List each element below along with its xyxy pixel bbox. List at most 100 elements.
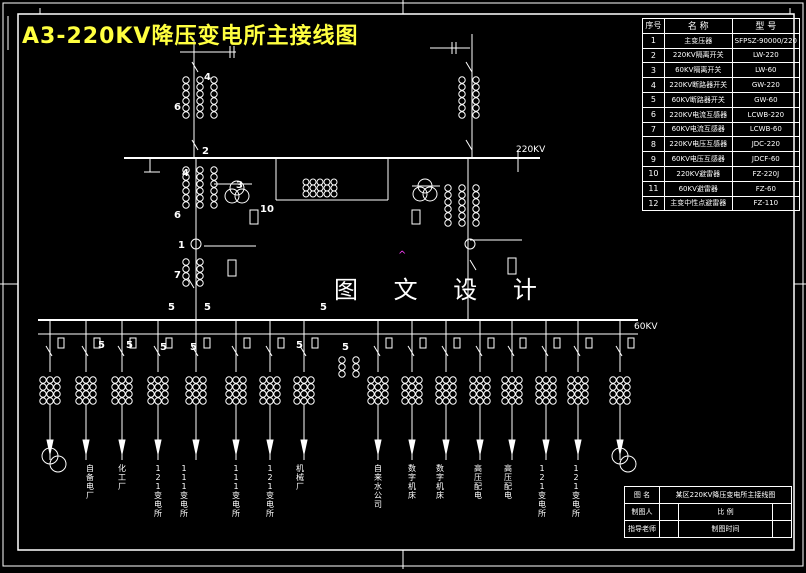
main-transformer (190, 238, 202, 250)
feeder-ct-coil (508, 376, 516, 384)
transformer-winding (234, 188, 250, 204)
feeder-ct-coil (147, 397, 155, 405)
feeder-ct-coil (39, 376, 47, 384)
feeder-ct-coil (535, 397, 543, 405)
feeder-ct-coil (381, 383, 389, 391)
feeder-arrester (129, 337, 137, 349)
feeder-label: 自来水公司 (374, 464, 382, 509)
feeder-ct-coil (225, 397, 233, 405)
feeder-ct-coil (476, 383, 484, 391)
feeder-ct-coil (381, 390, 389, 398)
current-transformer-coil (210, 104, 218, 112)
feeder-ct-coil (501, 397, 509, 405)
feeder-ct-coil (574, 376, 582, 384)
current-transformer-coil (196, 265, 204, 273)
current-transformer-coil (444, 205, 452, 213)
feeder-ct-coil (483, 383, 491, 391)
feeder-label: 自备电厂 (86, 464, 94, 500)
component-number: 5 (296, 340, 303, 351)
feeder-ct-coil (161, 390, 169, 398)
feeder-arrester (203, 337, 211, 349)
watermark-text: 图 文 设 计 (334, 276, 551, 304)
switch-blade (465, 61, 473, 73)
component-number: 2 (202, 146, 209, 157)
feeder-ct-coil (192, 390, 200, 398)
feeder-ct-coil (367, 376, 375, 384)
equipment-model: FZ-110 (731, 195, 801, 212)
feeder-ct-coil (273, 376, 281, 384)
feeder-arrow (82, 439, 90, 455)
component-number: 10 (260, 204, 274, 215)
feeder-arrester (93, 337, 101, 349)
feeder-ct-coil (53, 390, 61, 398)
title-block-name-label: 图 名 (624, 486, 660, 504)
station-transformer (619, 455, 637, 473)
current-transformer-coil (458, 111, 466, 119)
feeder-ct-coil (381, 397, 389, 405)
current-transformer-coil (472, 205, 480, 213)
equipment-model: FZ-60 (731, 180, 801, 197)
switch-blade (469, 259, 477, 271)
component-number: 5 (204, 302, 211, 313)
feeder-arrester (311, 337, 319, 349)
feeder-ct-coil (239, 390, 247, 398)
feeder-ct-coil (535, 376, 543, 384)
title-block-scale-label: 比 例 (677, 503, 774, 521)
feeder-ct-coil (415, 397, 423, 405)
feeder-ct-coil (501, 383, 509, 391)
component-number: 5 (320, 302, 327, 313)
current-transformer-coil (458, 97, 466, 105)
switch-blade (187, 277, 195, 289)
equipment-model: SFPSZ-90000/220 (731, 32, 801, 49)
feeder-ct-coil (574, 383, 582, 391)
feeder-label: 121变电所 (266, 464, 274, 518)
feeder-ct-coil (161, 376, 169, 384)
equipment-index: 2 (642, 47, 665, 64)
arrester (507, 257, 517, 275)
feeder-ct-coil (623, 383, 631, 391)
equipment-name: 60KV避雷器 (663, 180, 733, 197)
bus-tie-coil (316, 190, 324, 198)
current-transformer-coil (182, 272, 190, 280)
feeder-ct-coil (154, 383, 162, 391)
header-name: 名 称 (663, 18, 733, 34)
feeder-ct-coil (118, 383, 126, 391)
title-block-name-value: 某区220KV降压变电所主接线图 (659, 486, 792, 504)
feeder-ct-coil (199, 383, 207, 391)
current-transformer-coil (444, 212, 452, 220)
feeder-ct-coil (449, 383, 457, 391)
feeder-ct-coil (508, 397, 516, 405)
equipment-model: GW-60 (731, 91, 801, 108)
feeder-ct-coil (476, 397, 484, 405)
current-transformer-coil (210, 90, 218, 98)
bus-label-60kv: 60KV (634, 322, 658, 332)
feeder-ct-coil (581, 383, 589, 391)
feeder-arrow (300, 439, 308, 455)
feeder-ct-coil (300, 376, 308, 384)
current-transformer-coil (458, 191, 466, 199)
station-transformer (49, 455, 67, 473)
current-transformer-coil (210, 76, 218, 84)
feeder-ct-coil (408, 383, 416, 391)
feeder-ct-coil (609, 376, 617, 384)
feeder-ct-coil (53, 376, 61, 384)
feeder-ct-coil (111, 390, 119, 398)
current-transformer-coil (444, 198, 452, 206)
feeder-ct-coil (232, 397, 240, 405)
feeder-ct-coil (623, 397, 631, 405)
feeder-ct-coil (415, 390, 423, 398)
switch-blade (441, 345, 449, 357)
feeder-ct-coil (293, 376, 301, 384)
current-transformer-coil (196, 104, 204, 112)
current-transformer-coil (472, 111, 480, 119)
feeder-ct-coil (501, 390, 509, 398)
feeder-ct-coil (147, 383, 155, 391)
switch-blade (191, 139, 199, 151)
arrester (249, 209, 259, 225)
component-number: 6 (174, 102, 181, 113)
feeder-ct-coil (367, 383, 375, 391)
